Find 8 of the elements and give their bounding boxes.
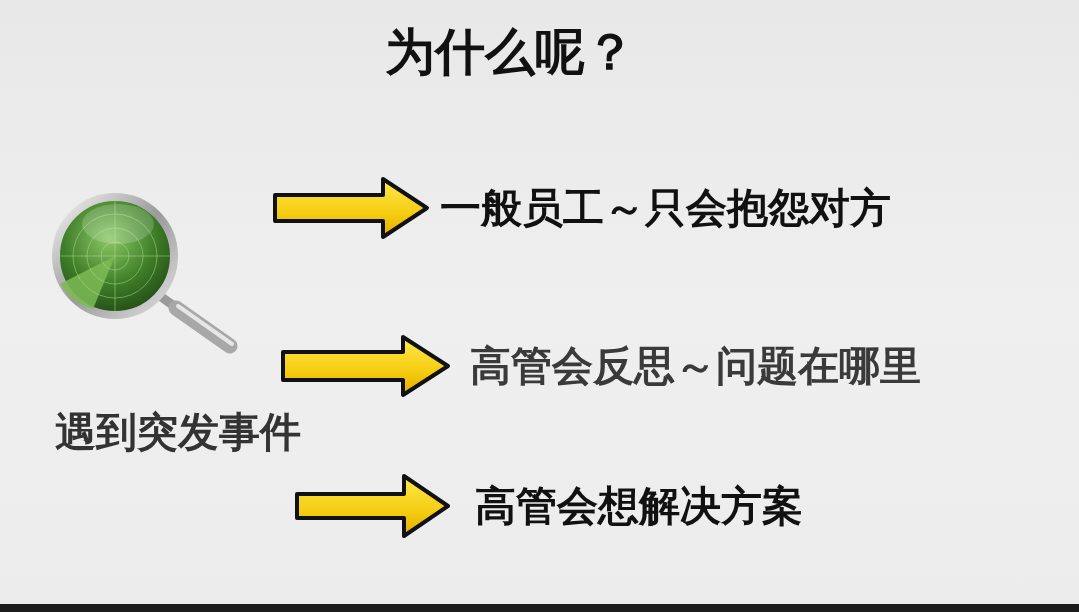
statement-text: 一般员工～只会抱怨对方 [429, 185, 909, 231]
statement-text: 高管会想解决方案 [450, 483, 810, 529]
block-arrow [281, 335, 450, 397]
event-label: 遇到突发事件 [55, 409, 301, 455]
statement-text: 高管会反思～问题在哪里 [450, 343, 950, 389]
block-arrow [273, 177, 429, 239]
title: 为什么呢？ [384, 22, 636, 82]
block-arrow [295, 474, 450, 538]
